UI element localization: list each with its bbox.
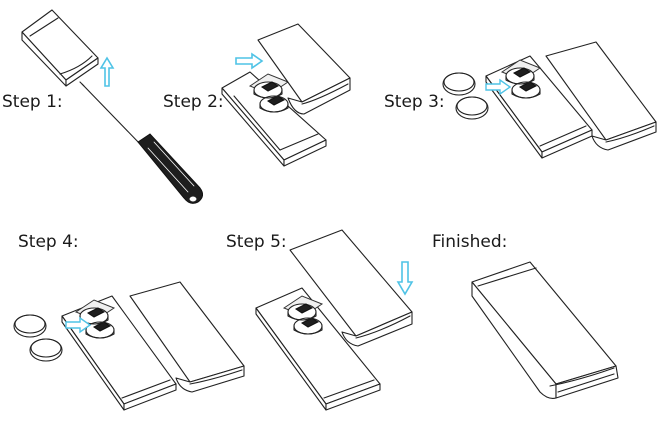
step-2-remote-cover	[257, 23, 351, 115]
step-3-coin-battery-1	[442, 72, 476, 96]
step-5-remote-cover	[289, 229, 413, 347]
step-4-remote-cover	[129, 281, 245, 393]
step-3-right-arrow-icon	[485, 78, 512, 96]
up-arrow-icon	[99, 56, 115, 87]
step-4-coin-battery-1	[13, 314, 47, 338]
step-3-remote-cover	[545, 41, 657, 151]
right-arrow-icon	[235, 52, 264, 70]
step-5-label: Step 5:	[226, 232, 287, 252]
step-4-label: Step 4:	[18, 232, 79, 252]
screwdriver-icon	[79, 81, 204, 204]
step-5-remote-base	[255, 287, 381, 411]
step-1-label: Step 1:	[2, 92, 63, 112]
finished-label: Finished:	[432, 232, 508, 252]
step-4-right-arrow-icon	[65, 316, 92, 334]
finished-remote	[471, 261, 619, 399]
step-4-coin-battery-2	[29, 338, 63, 362]
step-2-remote-base	[221, 71, 327, 167]
step-3-coin-battery-2	[455, 96, 489, 120]
step-3-label: Step 3:	[384, 92, 445, 112]
step-2-label: Step 2:	[163, 92, 224, 112]
down-arrow-icon	[396, 261, 414, 296]
step-1-remote-cover	[21, 9, 99, 87]
